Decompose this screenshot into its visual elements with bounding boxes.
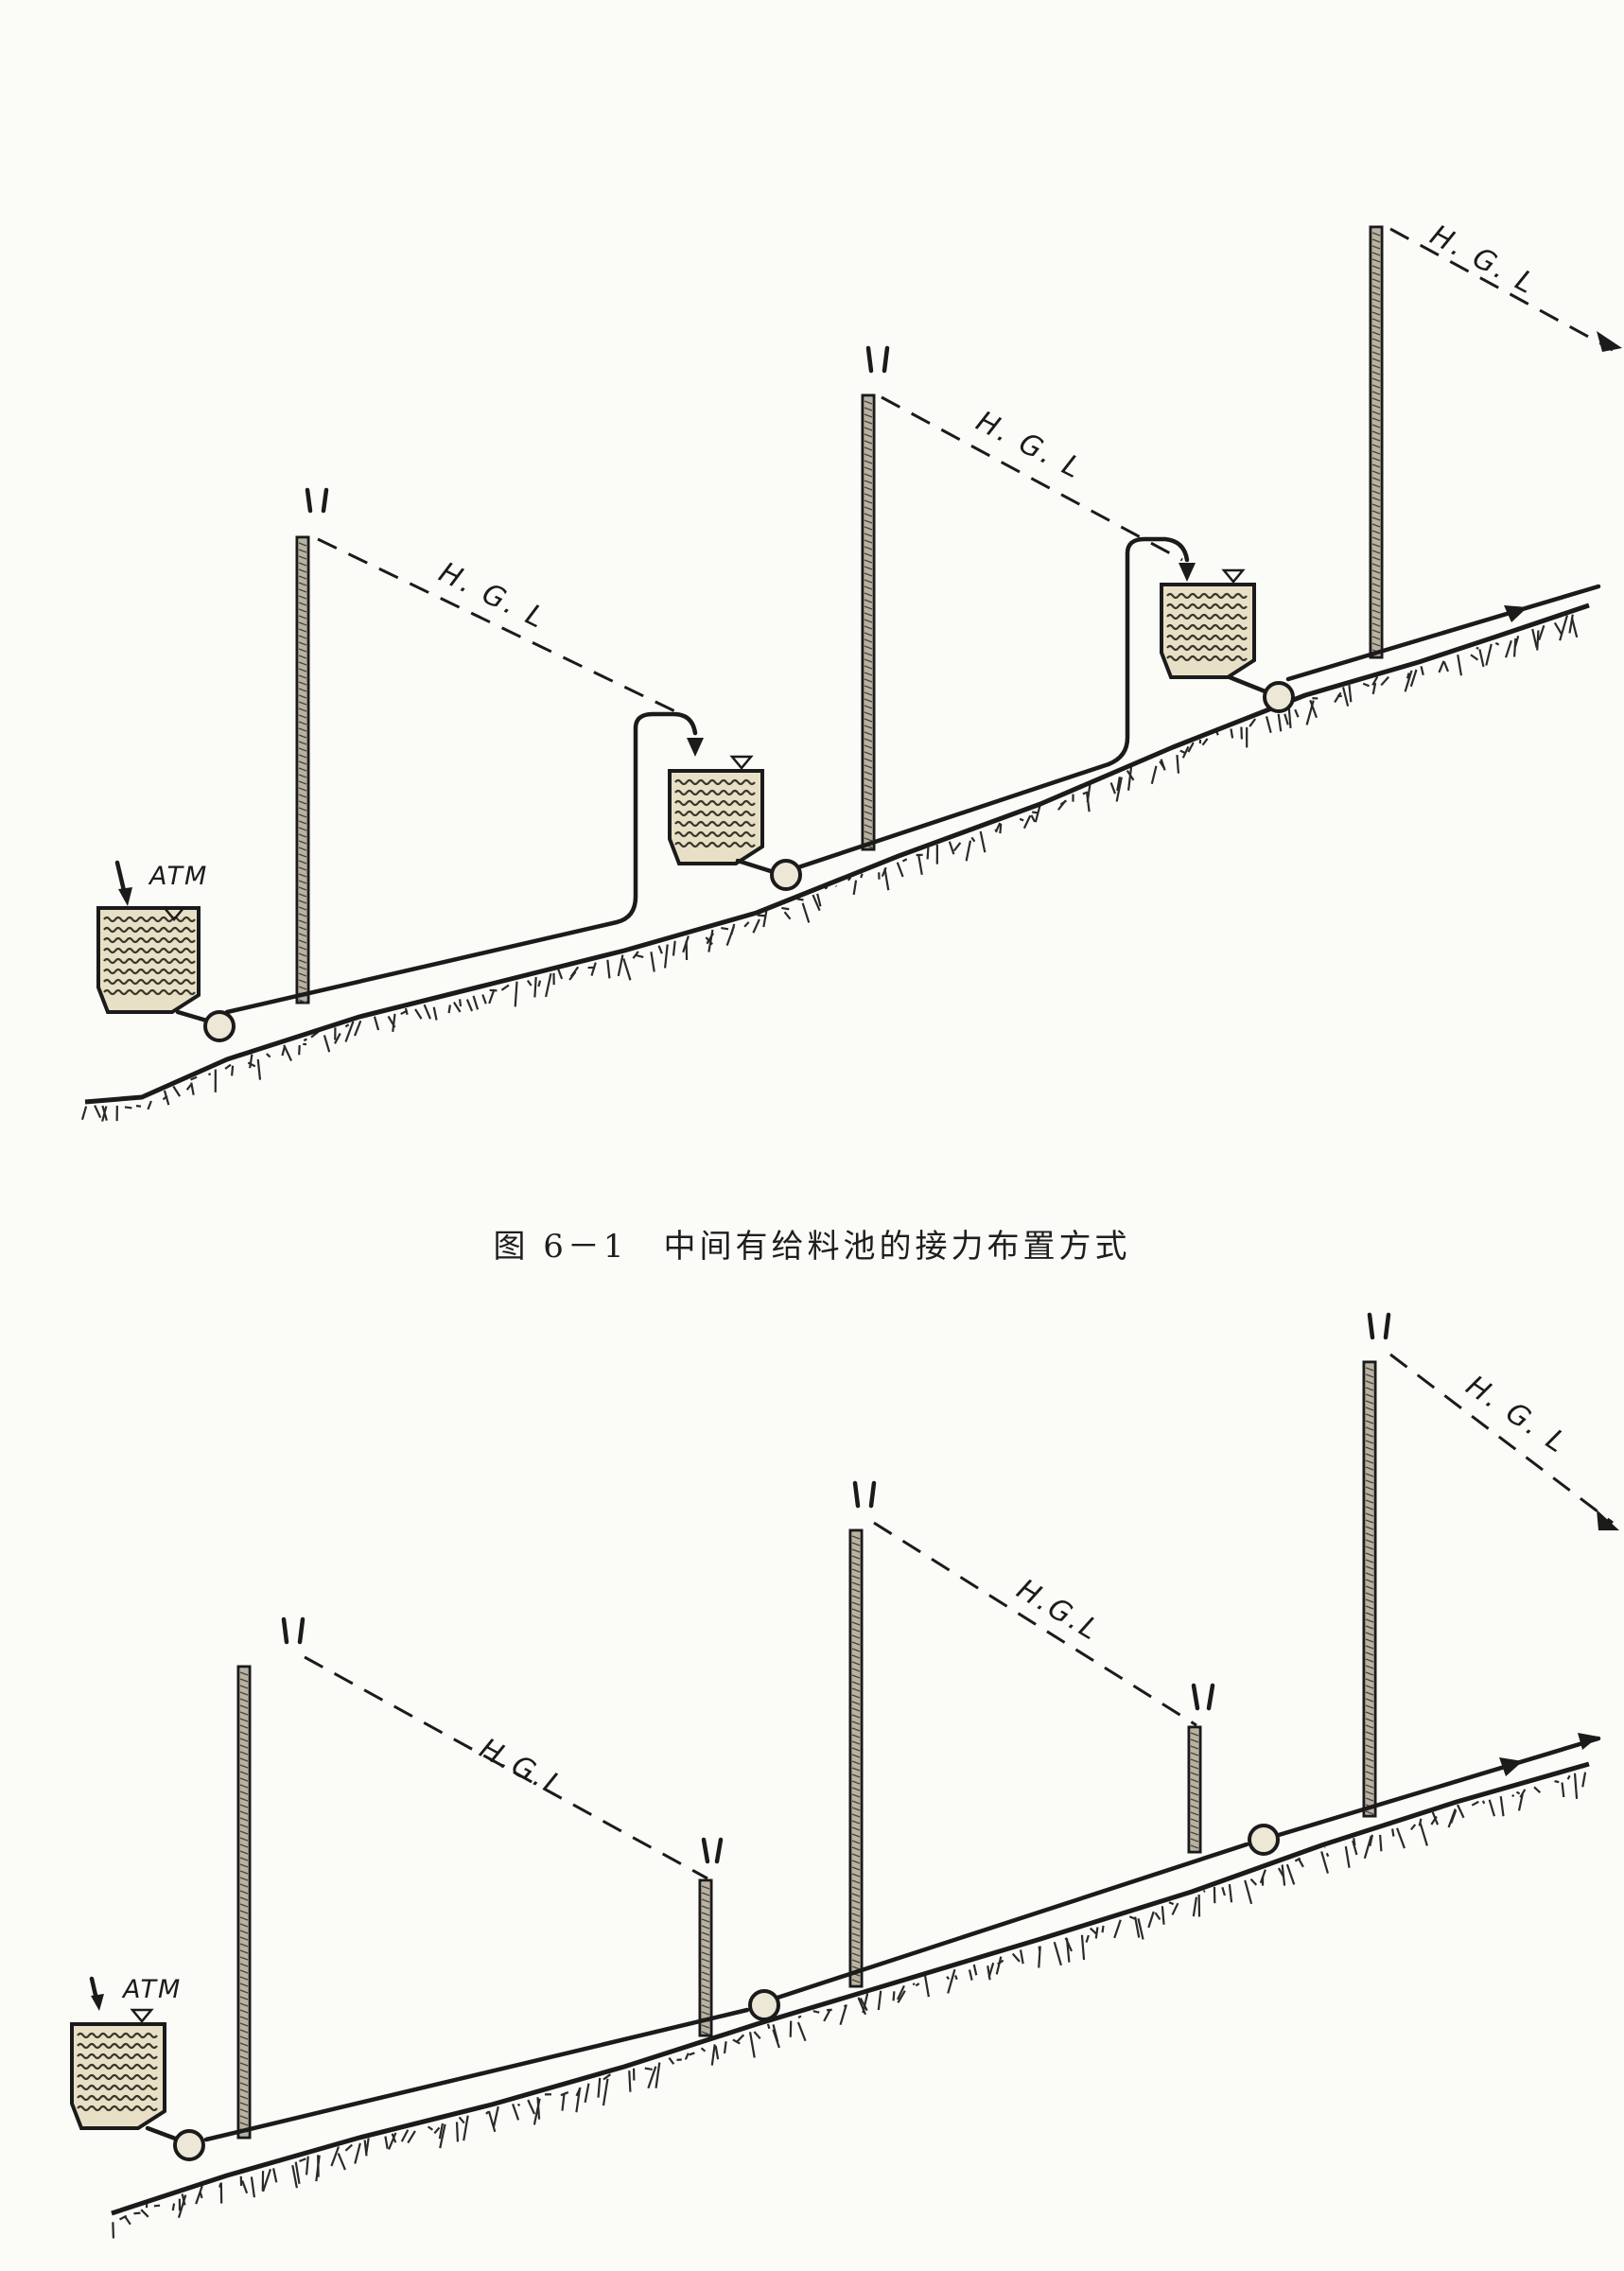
hgl-label-top-2: H. G. L [970,405,1088,486]
standpipe-top-1 [295,535,310,1004]
pipe-bottom-2 [775,1842,1249,2000]
ground-line-top [84,603,1590,1105]
flow-arrow-top [1504,605,1528,622]
arrow-down-icon-head [118,887,132,906]
arrow-down-icon-head [91,1994,104,2011]
flow-arrow-bottom [1499,1757,1523,1776]
pipe-bottom-3 [1276,1736,1601,1838]
pump-icon [1248,1824,1280,1856]
pipe-bottom-1 [203,2007,750,2142]
feed-tank-icon [668,769,764,865]
standpipe-bottom-4 [1187,1725,1202,1854]
atm-label-top: ATM [148,862,208,891]
standpipe-bottom-2 [698,1878,713,2037]
hgl-line-top-3 [1389,227,1614,352]
flow-arrow-bottom-tip [1578,1733,1598,1750]
standpipe-top-2 [861,393,876,851]
standpipe-cap-top-1 [305,487,329,514]
standpipe-cap-bottom-4 [1191,1683,1215,1711]
delivery-arrow-top-2 [1179,563,1196,582]
delivery-arrow-top-1 [687,738,704,757]
standpipe-bottom-5 [1362,1360,1377,1818]
hgl-line-top-2 [881,395,1183,562]
hgl-line-bottom-3 [1389,1353,1614,1525]
atm-label-bottom: ATM [121,1975,182,2004]
pipe-top-2 [787,536,1190,873]
hgl-label-bottom-1: H.G.L [474,1732,570,1804]
hgl-label-top-3: H. G. L [1424,218,1542,302]
hgl-arrow-top-3 [1597,331,1622,352]
hgl-label-top-1: H. G. L [433,556,551,637]
standpipe-top-3 [1369,225,1384,659]
standpipe-bottom-1 [236,1665,252,2140]
ground-hatching-top [80,614,1579,1122]
pump-icon [203,1010,236,1042]
water-level-icon [1221,568,1246,584]
standpipe-bottom-3 [848,1529,864,1988]
water-level-icon [729,755,754,770]
pump-icon [173,2129,205,2161]
standpipe-cap-top-2 [865,345,890,374]
water-level-icon [130,2008,154,2023]
hgl-label-bottom-3: H. G. L [1460,1370,1574,1461]
hgl-arrow-bottom-3 [1597,1510,1619,1530]
figure-bottom: H.G.L H.G.L H. G. L ATM [70,1312,1619,2239]
hgl-label-bottom-2: H.G.L [1011,1573,1107,1649]
pump-icon [1263,681,1295,713]
suction-pipe-top-3 [1227,674,1270,695]
standpipe-cap-bottom-3 [852,1480,877,1509]
standpipe-cap-bottom-2 [701,1837,724,1864]
figure-top: H. G. L H. G. L H. G. L ATM [80,218,1622,1122]
water-level-icon [162,906,186,921]
pump-icon [748,1989,780,2021]
pump-icon [770,859,802,891]
figure-caption: 图 6－1 中间有给料池的接力布置方式 [493,1228,1131,1266]
suction-pipe-top-1 [175,1009,213,1024]
ground-hatching-bottom [112,1772,1587,2239]
feed-tank-icon [70,2022,166,2130]
suction-pipe-top-2 [735,858,777,875]
suction-pipe-bottom-1 [145,2125,181,2142]
feed-tank-icon [96,906,201,1014]
pipe-top-1 [224,711,698,1015]
standpipe-cap-bottom-1 [281,1616,306,1645]
feed-tank-icon [1160,583,1256,679]
standpipe-cap-bottom-5 [1367,1312,1391,1340]
hgl-line-top-1 [317,537,682,716]
hgl-line-bottom-1 [304,1655,708,1880]
ground-line-bottom [111,1761,1590,2216]
hgl-line-bottom-2 [873,1521,1197,1727]
pipe-top-3 [1285,584,1601,682]
